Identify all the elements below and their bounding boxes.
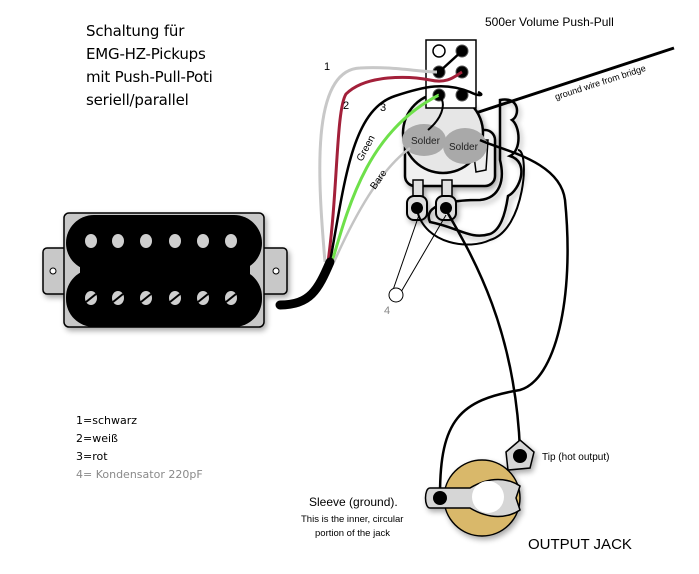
diagram-title-line-1: Schaltung für: [86, 22, 185, 40]
potentiometer: [401, 91, 523, 237]
solder-blob-2: [443, 128, 487, 164]
pot-label: 500er Volume Push-Pull: [485, 15, 614, 29]
pole-screw-slot: [225, 293, 237, 303]
wire-label-1: 1: [324, 61, 330, 73]
wire-black: [328, 85, 483, 263]
solder-label-2: Solder: [449, 142, 479, 153]
pole-piece-slug: [169, 234, 181, 248]
wire-green: [330, 93, 440, 263]
pot-ground-wire: [416, 149, 525, 246]
solder-blob-1: [402, 124, 446, 156]
jack-sleeve-note-2: portion of the jack: [315, 528, 390, 539]
wire-label-3: 3: [380, 102, 386, 114]
capacitor-lead-2: [400, 214, 447, 293]
solder-label-1: Solder: [411, 136, 441, 147]
legend-item-2: 2=weiß: [76, 432, 118, 445]
mounting-screw-hole-left: [49, 267, 57, 275]
jack-sleeve-note-1: This is the inner, circular: [301, 514, 403, 525]
pole-piece-slug: [140, 234, 152, 248]
pot-terminal-hole-3: [440, 202, 452, 214]
diagram-title-line-3: mit Push-Pull-Poti: [86, 68, 213, 86]
pole-pieces: [85, 234, 237, 305]
humbucker-pickup: [42, 212, 288, 328]
pole-piece-slug: [197, 234, 209, 248]
sleeve-wire: [438, 138, 569, 496]
switch-lug-empty: [432, 44, 446, 58]
pickup-cable: [275, 257, 335, 310]
pole-screw-slot: [85, 293, 97, 303]
output-jack: [424, 439, 535, 537]
wire-bare: [332, 146, 411, 263]
tip-solder-point: [513, 449, 527, 463]
legend-item-3: 3=rot: [76, 450, 108, 463]
tip-wire: [444, 209, 522, 451]
diagram-title-line-4: seriell/parallel: [86, 91, 189, 109]
pole-piece-slug: [85, 234, 97, 248]
pickup-coil-join: [80, 255, 250, 287]
sleeve-solder-point: [433, 491, 447, 505]
pole-screw-slot: [112, 293, 124, 303]
wire-white: [318, 66, 438, 263]
legend-item-1: 1=schwarz: [76, 414, 137, 427]
pole-screw-slot: [169, 293, 181, 303]
mounting-screw-hole-right: [272, 267, 280, 275]
wire-red: [326, 70, 463, 263]
wire-label-2: 2: [343, 100, 349, 112]
switch-to-pot-wire: [427, 94, 444, 131]
capacitor-lead-1: [392, 214, 420, 291]
jack-hole: [472, 481, 504, 513]
jack-tip-label: Tip (hot output): [542, 452, 609, 463]
capacitor-label: 4: [384, 305, 390, 317]
legend-item-4: 4= Kondensator 220pF: [76, 468, 203, 481]
pole-piece-slug: [225, 234, 237, 248]
pot-casing-wire-loop: [427, 98, 523, 237]
pole-screw-slot: [140, 293, 152, 303]
diagram-title-line-2: EMG-HZ-Pickups: [86, 45, 206, 63]
jack-sleeve-label: Sleeve (ground).: [309, 495, 398, 509]
pole-piece-slug: [112, 234, 124, 248]
switch-jumper: [438, 50, 463, 73]
capacitor: [388, 287, 404, 303]
pole-screw-slot: [197, 293, 209, 303]
jack-title: OUTPUT JACK: [528, 536, 632, 553]
pot-terminal-hole-1: [411, 202, 423, 214]
push-pull-switch: [425, 39, 477, 109]
